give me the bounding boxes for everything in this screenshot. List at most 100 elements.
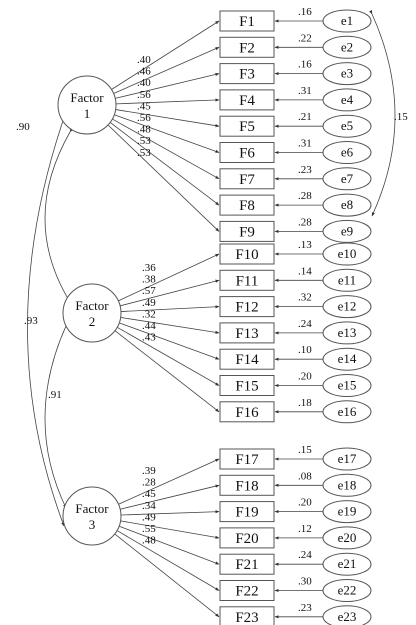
corr-label-f1-f2: .90: [16, 121, 30, 133]
indicator-label-f6: F6: [239, 146, 255, 162]
loading-arrow-f7: [112, 118, 220, 180]
corr-curve-f1-f3: [27, 108, 69, 527]
error-ellipse-e10: [322, 242, 372, 266]
error-ellipse-e13: [322, 321, 372, 345]
error-ellipse-e19: [322, 500, 372, 524]
indicator-label-f16: F16: [235, 405, 259, 421]
error-label-e3: e3: [341, 66, 353, 81]
loading-label-f22: .55: [142, 523, 156, 535]
error-ellipse-e15: [322, 374, 372, 397]
error-ellipse-e16: [322, 400, 372, 424]
indicator-box-f9: [219, 220, 275, 242]
indicator-label-f5: F5: [239, 119, 255, 135]
error-label-e18: e18: [338, 477, 357, 492]
error-ellipse-e1: [322, 9, 372, 33]
loading-label-f21: .49: [142, 511, 156, 523]
error-label-e22: e22: [338, 583, 357, 598]
indicator-box-f20: [219, 527, 275, 549]
error-label-e15: e15: [338, 378, 357, 393]
error-ellipse-e4: [322, 88, 372, 112]
error-value-e16: .18: [298, 397, 312, 409]
diagram-shapes: Factor1Factor2Factor3.40F1.16e1.46F2.22e…: [57, 6, 372, 625]
indicator-label-f12: F12: [235, 300, 258, 316]
indicator-label-f9: F9: [239, 224, 255, 240]
loading-arrow-f21: [118, 525, 220, 565]
correlation-curves: [27, 10, 396, 527]
loading-label-f3: .40: [137, 77, 151, 89]
error-label-e1: e1: [341, 13, 353, 28]
loading-arrow-f18: [120, 484, 220, 510]
loading-arrow-f14: [119, 322, 220, 360]
error-ellipse-e6: [322, 141, 372, 164]
error-value-e13: .24: [298, 318, 312, 330]
indicator-box-f18: [219, 474, 275, 496]
loading-arrow-f2: [113, 46, 220, 94]
indicator-label-f11: F11: [236, 273, 259, 289]
error-value-e1: .16: [298, 6, 312, 18]
loading-arrow-f5: [115, 109, 220, 128]
error-ellipse-e8: [322, 193, 372, 217]
indicator-box-f2: [219, 36, 275, 58]
factor-3-label-line2: 3: [89, 517, 96, 532]
indicator-label-f21: F21: [235, 557, 258, 573]
indicator-box-f8: [219, 194, 275, 216]
loading-label-f11: .38: [142, 274, 156, 286]
error-value-e18: .08: [298, 470, 312, 482]
indicator-box-f22: [219, 580, 275, 601]
loading-label-f18: .28: [142, 477, 156, 489]
error-label-e21: e21: [338, 556, 357, 571]
loading-arrow-f6: [114, 114, 220, 153]
factor-1-label-line2: 1: [84, 106, 91, 121]
indicator-box-f3: [219, 63, 275, 85]
error-ellipse-e9: [322, 219, 372, 243]
indicator-box-f11: [219, 269, 275, 291]
error-value-e3: .16: [298, 59, 312, 71]
error-ellipse-e22: [322, 579, 372, 602]
factor-2-label-line2: 2: [89, 314, 96, 329]
indicator-box-f19: [219, 501, 275, 523]
loading-label-f5: .45: [137, 100, 151, 112]
error-value-e6: .31: [298, 138, 312, 150]
indicator-box-f13: [219, 322, 275, 344]
indicator-label-f3: F3: [239, 67, 255, 83]
corr-label-f2-f3: .91: [48, 389, 62, 401]
loading-label-f14: .32: [142, 308, 156, 320]
error-label-e6: e6: [341, 145, 354, 160]
loading-arrow-f23: [114, 533, 220, 618]
indicator-label-f17: F17: [235, 452, 259, 468]
error-value-e7: .23: [298, 164, 312, 176]
error-label-e9: e9: [341, 223, 353, 238]
error-label-e5: e5: [341, 118, 353, 133]
error-value-e5: .21: [298, 111, 312, 123]
indicator-box-f7: [219, 168, 275, 190]
error-ellipse-e7: [322, 167, 372, 191]
loading-label-f7: .48: [137, 124, 151, 136]
indicator-label-f14: F14: [235, 352, 259, 368]
error-value-e21: .24: [298, 549, 312, 561]
error-label-e4: e4: [341, 92, 354, 107]
indicator-box-f5: [219, 115, 275, 137]
loading-label-f13: .49: [142, 297, 156, 309]
indicator-box-f16: [219, 401, 275, 423]
loading-arrow-f20: [120, 520, 220, 539]
loading-arrow-f11: [119, 279, 220, 307]
error-ellipse-e21: [322, 552, 372, 576]
loading-label-f4: .56: [137, 89, 151, 101]
indicator-box-f10: [219, 243, 275, 265]
factor-3-label-line1: Factor: [75, 501, 109, 516]
loading-arrow-f10: [118, 253, 220, 302]
error-ellipse-e5: [322, 114, 372, 138]
indicator-box-f6: [219, 142, 275, 163]
error-value-e15: .20: [298, 371, 312, 383]
error-label-e10: e10: [338, 246, 357, 261]
error-label-e2: e2: [341, 39, 353, 54]
loading-label-f1: .40: [137, 54, 151, 66]
indicator-label-f19: F19: [235, 505, 258, 521]
loading-arrow-f8: [109, 122, 220, 206]
loading-label-f10: .36: [142, 262, 156, 274]
loading-arrow-f22: [116, 530, 220, 591]
error-value-e19: .20: [298, 497, 312, 509]
error-ellipse-e11: [322, 268, 372, 292]
corr-curve-f2-f3: [44, 322, 69, 509]
